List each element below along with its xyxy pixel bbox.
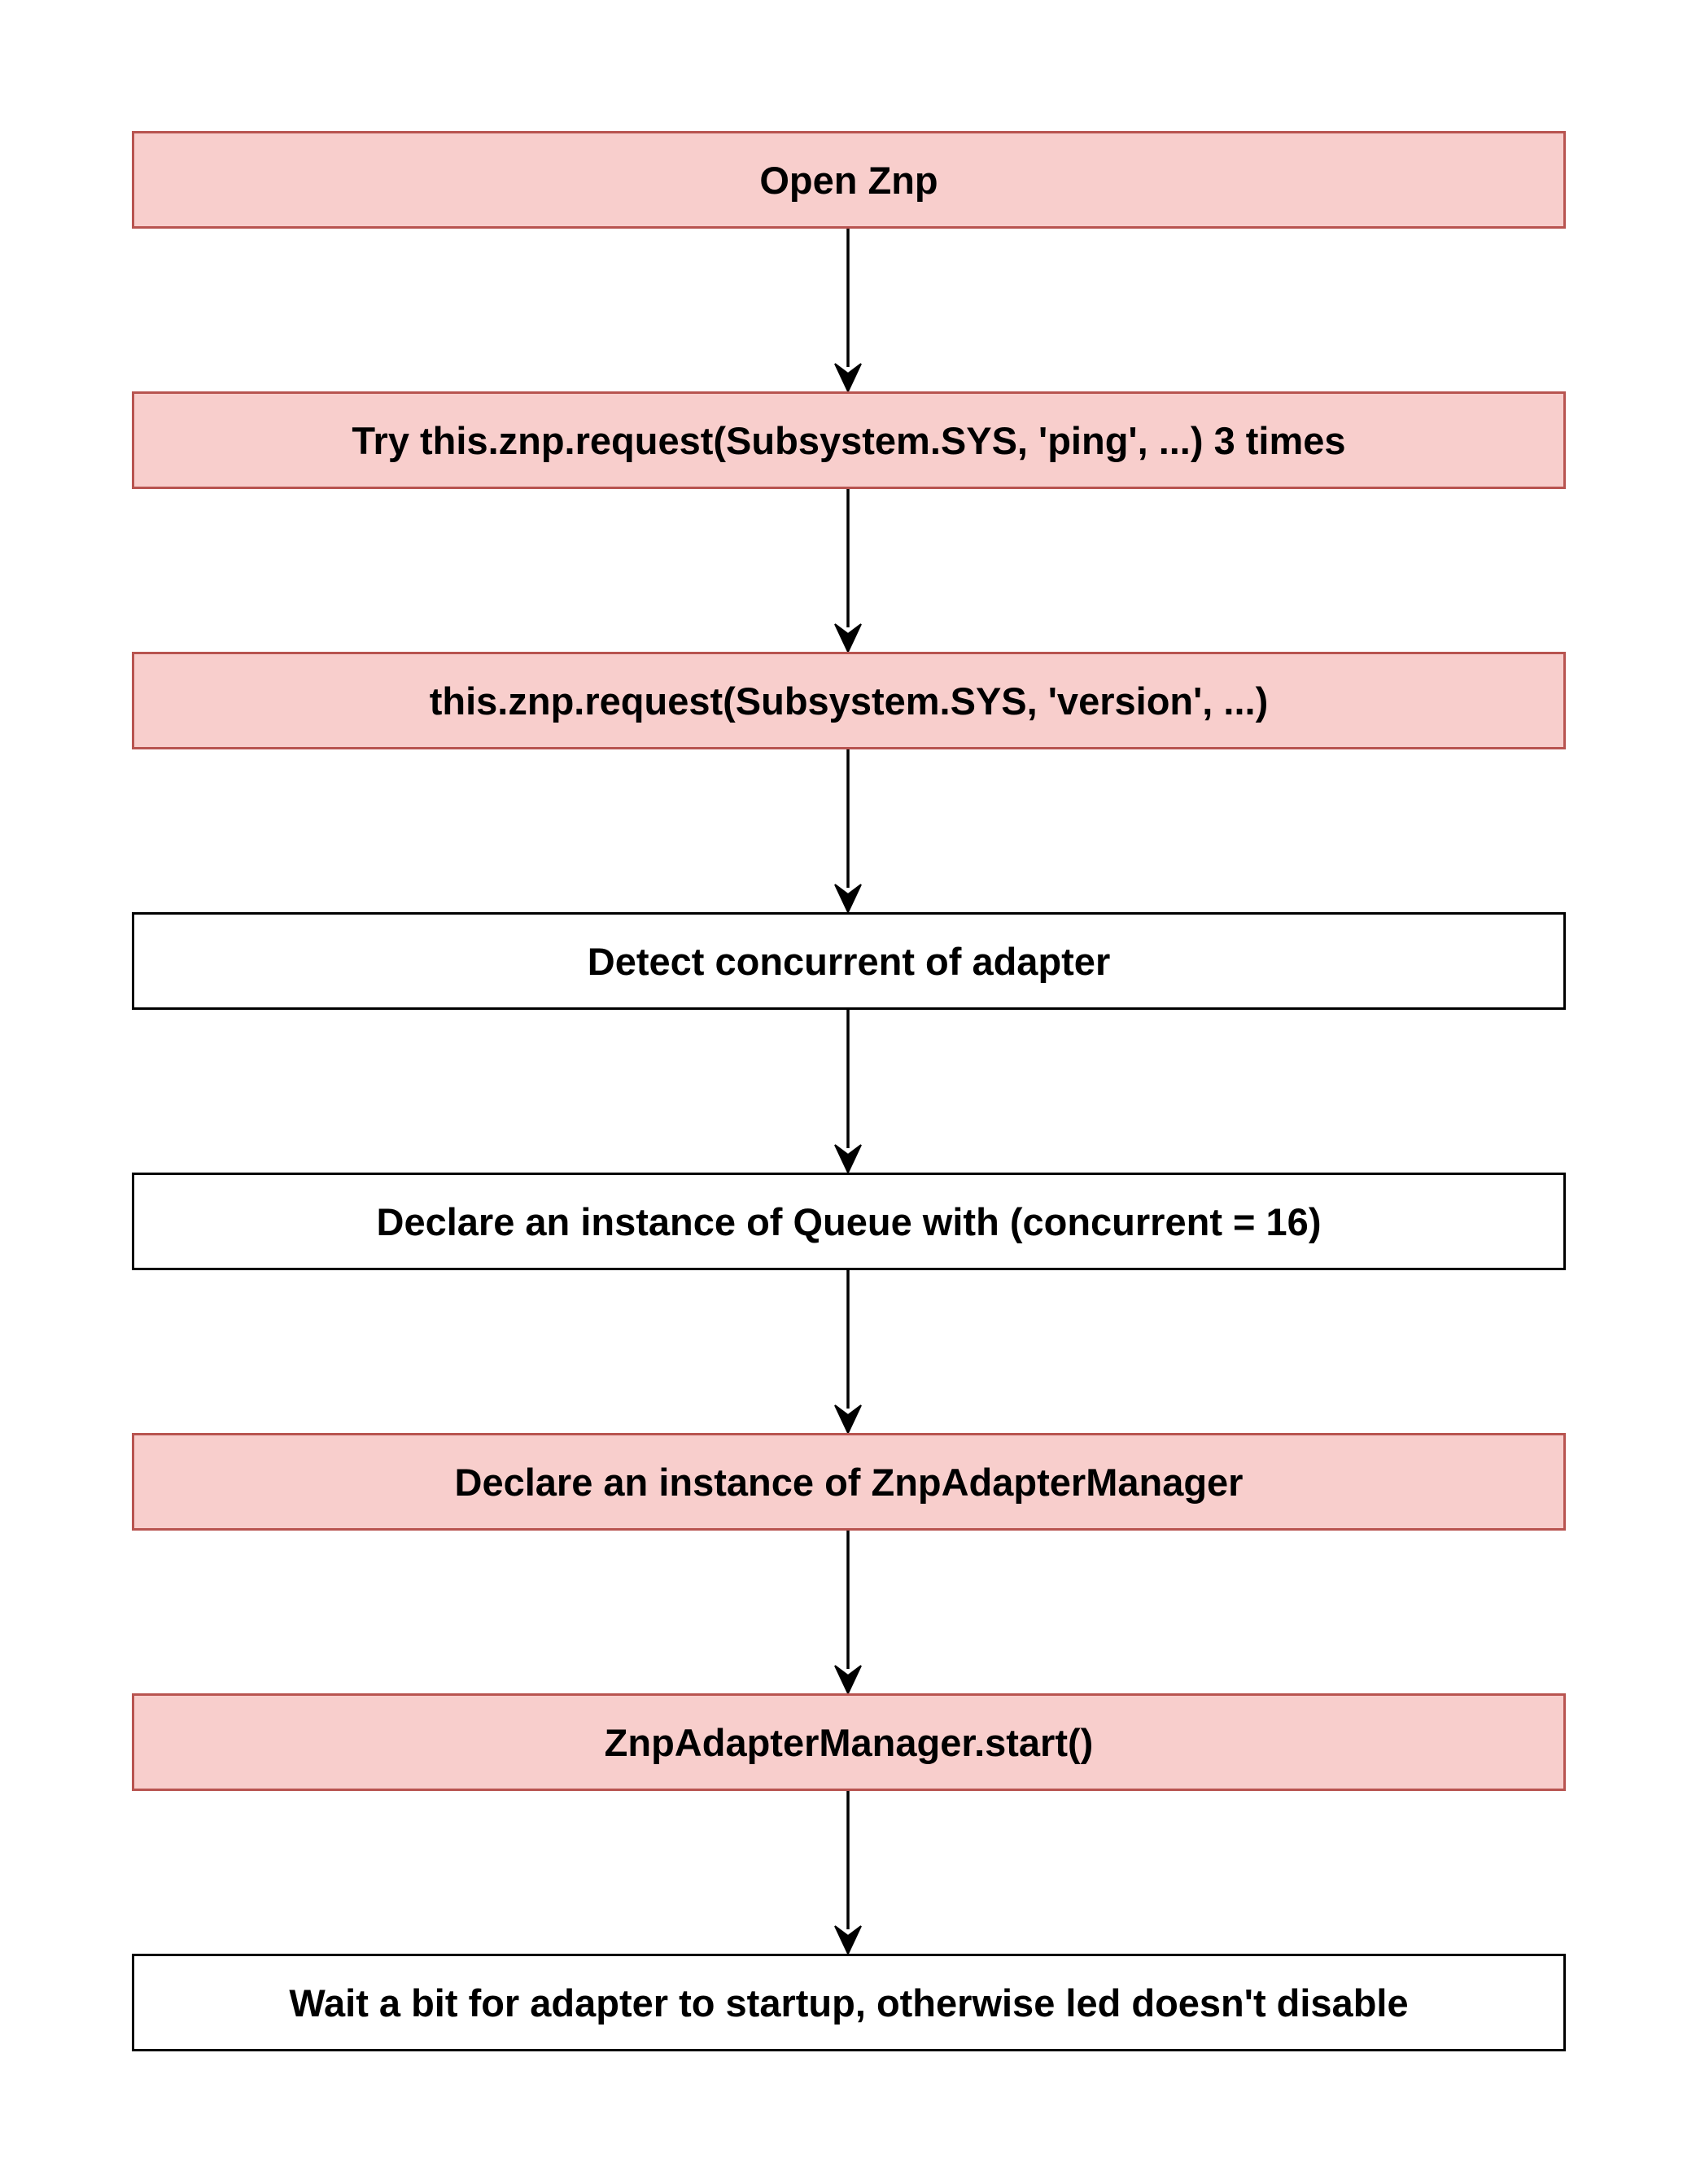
arrow-connector (834, 1010, 862, 1175)
step-declare-adapter-manager: Declare an instance of ZnpAdapterManager (132, 1433, 1566, 1531)
arrow-head (834, 1144, 862, 1175)
arrow-head (834, 1665, 862, 1696)
arrow-head (834, 884, 862, 915)
step-adapter-manager-start: ZnpAdapterManager.start() (132, 1693, 1566, 1791)
step-detect-concurrent: Detect concurrent of adapter (132, 912, 1566, 1010)
arrow-head (834, 1404, 862, 1435)
arrow-head (834, 623, 862, 654)
step-label: Wait a bit for adapter to startup, other… (289, 1981, 1409, 2025)
step-label: Detect concurrent of adapter (587, 939, 1111, 983)
step-label: Declare an instance of Queue with (concu… (376, 1199, 1322, 1243)
step-label: Open Znp (759, 158, 938, 202)
step-wait-startup: Wait a bit for adapter to startup, other… (132, 1954, 1566, 2051)
step-version-request: this.znp.request(Subsystem.SYS, 'version… (132, 652, 1566, 749)
step-ping-request: Try this.znp.request(Subsystem.SYS, 'pin… (132, 391, 1566, 489)
arrow-connector (834, 1791, 862, 1956)
step-label: Try this.znp.request(Subsystem.SYS, 'pin… (352, 418, 1346, 462)
step-label: this.znp.request(Subsystem.SYS, 'version… (429, 679, 1269, 723)
arrow-connector (834, 489, 862, 654)
step-label: ZnpAdapterManager.start() (604, 1720, 1094, 1764)
arrow-head (834, 1925, 862, 1956)
step-label: Declare an instance of ZnpAdapterManager (454, 1460, 1244, 1504)
arrow-connector (834, 1531, 862, 1696)
arrow-connector (834, 229, 862, 394)
step-open-znp: Open Znp (132, 131, 1566, 229)
arrow-connector (834, 1270, 862, 1435)
arrow-head (834, 363, 862, 394)
step-declare-queue: Declare an instance of Queue with (concu… (132, 1173, 1566, 1270)
arrow-connector (834, 749, 862, 915)
